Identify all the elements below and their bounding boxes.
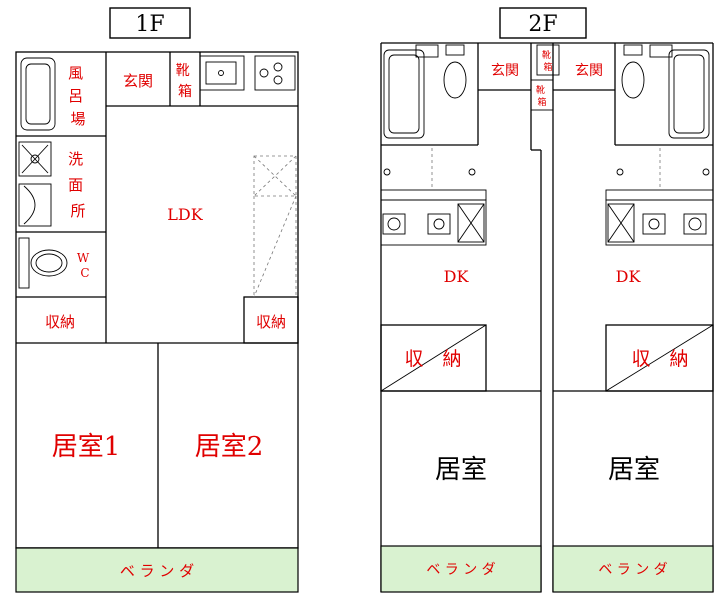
kitchen-sink-icon <box>199 55 245 91</box>
entrance-left-label: 玄関 <box>491 62 519 79</box>
floor-2-unit-left <box>380 43 542 593</box>
bath-label: 風 呂 場 <box>68 64 88 128</box>
washing-machine-icon <box>18 183 52 227</box>
stove-icon <box>427 213 451 235</box>
storage-left-label: 収納 <box>45 313 75 331</box>
floor-1-outline <box>15 51 299 549</box>
shoe-box-upper <box>536 44 560 76</box>
entrance-right-label: 玄関 <box>575 62 603 79</box>
floor-2-label: 2F <box>528 12 557 37</box>
stove-icon <box>254 55 296 91</box>
shoe-box-label: 靴 箱 <box>176 63 194 100</box>
floor-1-tag <box>109 7 191 39</box>
room-1-label: 居室1 <box>52 432 121 462</box>
veranda-left-label: ベ ラ ン ダ <box>426 562 495 578</box>
washbasin-icon <box>18 141 52 177</box>
entrance-label: 玄関 <box>123 72 153 90</box>
dk-right-label: DK <box>616 267 642 286</box>
bathtub-icon <box>20 57 56 131</box>
room-right-label: 居室 <box>608 455 660 485</box>
veranda-left <box>380 545 542 593</box>
storage-right-label: 収 納 <box>631 348 688 370</box>
shoe-box-lower <box>530 79 554 111</box>
room-2-label: 居室2 <box>195 432 264 462</box>
floor-1-veranda <box>15 547 299 593</box>
bathtub-icon <box>668 49 710 139</box>
floor-1-plan: 1F <box>15 7 299 593</box>
shoe-box-upper-label: 靴 箱 <box>542 49 554 73</box>
veranda-right-label: ベ ラ ン ダ <box>598 562 667 578</box>
floor-2-tag <box>499 7 587 39</box>
floor-2-plan: 2F <box>380 7 714 593</box>
veranda-right <box>552 545 714 593</box>
toilet-icon <box>621 61 645 99</box>
storage-left-label: 収 納 <box>404 348 461 370</box>
wc-label: W C <box>77 251 93 280</box>
dk-left-label: DK <box>444 267 470 286</box>
room-left-label: 居室 <box>435 455 487 485</box>
sink-icon <box>683 213 707 235</box>
storage-right-label: 収納 <box>256 313 286 331</box>
toilet-icon <box>30 249 68 277</box>
sink-icon <box>382 213 406 235</box>
stair-icon <box>253 155 297 298</box>
stove-icon <box>642 213 666 235</box>
floor-1-label: 1F <box>135 12 164 37</box>
veranda-label: ベ ラ ン ダ <box>120 562 194 580</box>
toilet-icon <box>443 61 467 99</box>
washroom-label: 洗 面 所 <box>68 150 88 220</box>
shoe-box-lower-label: 靴 箱 <box>536 84 548 108</box>
bathtub-icon <box>383 49 425 139</box>
floor-2-unit-right <box>552 43 714 593</box>
ldk-label: LDK <box>167 205 203 224</box>
